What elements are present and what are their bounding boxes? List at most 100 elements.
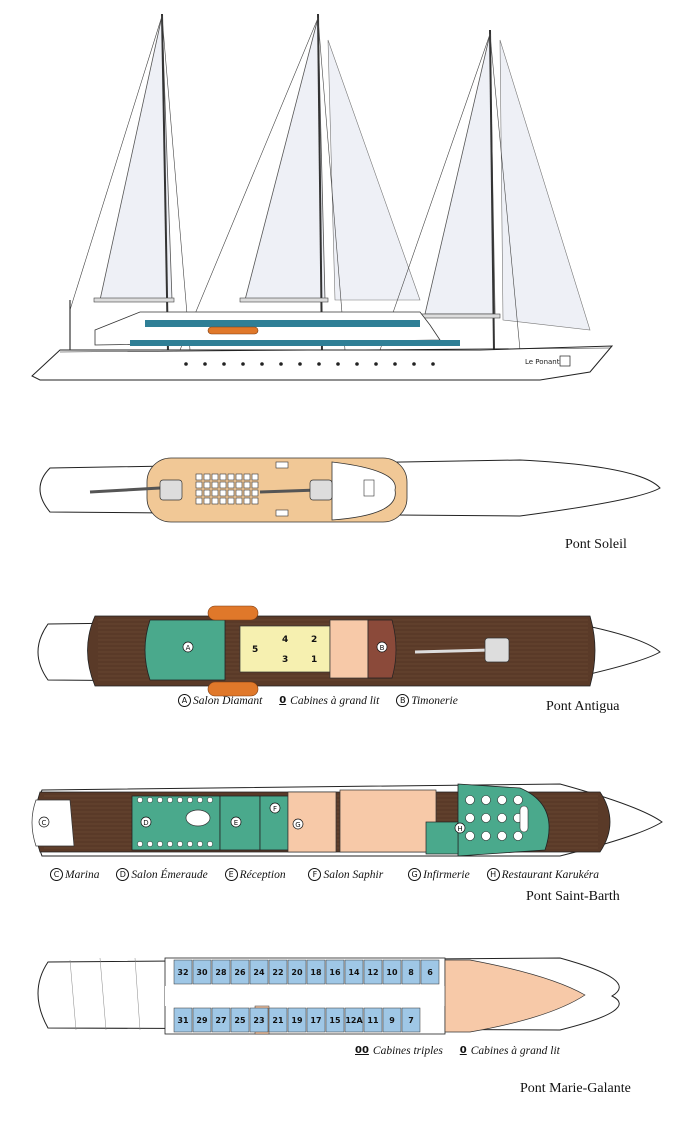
cabin-5: 5 [252, 645, 258, 655]
cabin-16: 16 [325, 959, 345, 985]
sunbed [235, 473, 243, 481]
marker-f: F [269, 802, 281, 814]
porthole [298, 362, 302, 366]
cabin-32: 32 [173, 959, 193, 985]
porthole [374, 362, 378, 366]
porthole [317, 362, 321, 366]
porthole [279, 362, 283, 366]
hull [31, 345, 614, 381]
armchair [167, 797, 173, 803]
restaurant-table [465, 831, 475, 841]
boom-soleil-fore [89, 486, 161, 494]
cabin-17: 17 [306, 1007, 326, 1033]
legend-label: Infirmerie [423, 868, 470, 881]
cabin-20: 20 [287, 959, 307, 985]
restaurant-table [465, 813, 475, 823]
mast-base-soleil-1 [159, 479, 183, 501]
sunbed [243, 481, 251, 489]
cabin-22: 22 [268, 959, 288, 985]
armchair [197, 841, 203, 847]
cabin-2: 2 [311, 635, 317, 645]
svg-text:28: 28 [215, 968, 227, 977]
armchair [157, 797, 163, 803]
cabin-6: 6 [420, 959, 440, 985]
badge-e: E [224, 868, 238, 881]
badge-b: B [396, 694, 410, 707]
restaurant-table [513, 795, 523, 805]
corridor-marie-galante [165, 986, 445, 1006]
sunbed [235, 481, 243, 489]
svg-text:26: 26 [234, 968, 246, 977]
svg-text:29: 29 [196, 1016, 208, 1025]
marker-a: A [182, 641, 194, 653]
number-sample: 0 [459, 1045, 467, 1056]
badge-c: C [50, 868, 63, 881]
sunbed [227, 473, 235, 481]
cabin-23: 23 [249, 1007, 269, 1033]
porthole [431, 362, 435, 366]
cabin-30: 30 [192, 959, 212, 985]
sunbed [251, 489, 259, 497]
porthole [336, 362, 340, 366]
svg-text:A: A [186, 644, 191, 652]
hull-frame-2 [99, 957, 107, 1031]
svg-text:20: 20 [291, 968, 303, 977]
sunbed [251, 497, 259, 505]
sunbed [251, 481, 259, 489]
badge-g: G [408, 868, 422, 881]
hull-frame-3 [134, 957, 141, 1031]
porthole [203, 362, 207, 366]
sunbed [251, 473, 259, 481]
cabin-4: 4 [282, 635, 288, 645]
armchair [177, 797, 183, 803]
porthole [184, 362, 188, 366]
legend-label: Restaurant Karukéra [501, 868, 600, 881]
mast-fore [161, 13, 169, 353]
deck-title-marie-galante: Pont Marie-Galante [520, 1081, 631, 1096]
cabin-28: 28 [211, 959, 231, 985]
sunbed [211, 473, 219, 481]
deck-antigua-plan: 5 4 3 2 1 A B [37, 605, 661, 697]
cabin-12: 12 [363, 959, 383, 985]
svg-text:25: 25 [234, 1016, 246, 1025]
mast-main [317, 13, 323, 353]
restaurant-table [481, 831, 491, 841]
long-table [519, 805, 529, 833]
svg-text:B: B [380, 644, 385, 652]
sunbed [243, 489, 251, 497]
orange-tender-top [207, 605, 259, 621]
cabin-11: 11 [363, 1007, 383, 1033]
lounge-antigua [329, 619, 369, 679]
armchair [157, 841, 163, 847]
badge-d: D [116, 868, 130, 881]
svg-text:22: 22 [272, 968, 283, 977]
sunbed [203, 489, 211, 497]
svg-text:18: 18 [310, 968, 322, 977]
logo-mark-icon [559, 355, 571, 367]
armchair [207, 797, 213, 803]
svg-text:21: 21 [272, 1016, 284, 1025]
marker-d: D [140, 816, 152, 828]
sunbed [219, 473, 227, 481]
svg-text:G: G [295, 821, 300, 829]
sunbed [227, 481, 235, 489]
sunbed [219, 497, 227, 505]
ladder-soleil-1 [275, 461, 289, 469]
number-sample: 00 [355, 1045, 369, 1056]
bar-soleil [363, 479, 375, 497]
legend-label: Timonerie [411, 694, 458, 707]
ship-profile: Le Ponant [31, 13, 614, 381]
sunbed [195, 489, 203, 497]
cabin-18: 18 [306, 959, 326, 985]
sunbed [211, 497, 219, 505]
